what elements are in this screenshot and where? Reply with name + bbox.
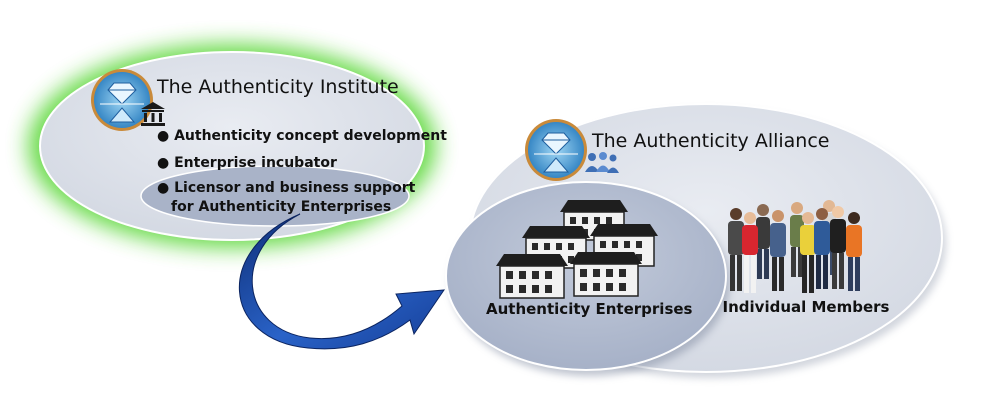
institute-diamond-logo-icon [91, 69, 153, 131]
bank-building-icon [141, 102, 165, 126]
person-figure [800, 212, 816, 293]
crowd-of-people-icon [728, 200, 862, 293]
alliance-title: The Authenticity Alliance [592, 130, 830, 152]
person-figure [756, 204, 770, 279]
person-figure [770, 210, 786, 291]
institute-ellipse [28, 44, 436, 248]
institute-title: The Authenticity Institute [157, 76, 399, 98]
person-figure [846, 212, 862, 291]
institute-bullet-1: ● Authenticity concept development [157, 128, 447, 144]
institute-bullet-1-text: Authenticity concept development [174, 128, 447, 144]
institute-bullet-2-text: Enterprise incubator [174, 155, 337, 171]
enterprises-label: Authenticity Enterprises [486, 300, 693, 318]
person-figure [814, 208, 830, 289]
members-label: Individual Members [722, 298, 890, 316]
person-figure [830, 206, 846, 289]
curved-arrow-icon [238, 213, 446, 350]
people-group-icon [585, 152, 619, 173]
licensor-highlight [140, 165, 410, 227]
institute-bullet-3-text: Licensor and business support [174, 180, 416, 196]
institute-bullet-3: ● Licensor and business support [157, 180, 416, 196]
person-figure [728, 208, 744, 291]
institute-bullet-2: ● Enterprise incubator [157, 155, 337, 171]
person-figure [742, 212, 758, 293]
institute-bullet-3-continued: for Authenticity Enterprises [171, 199, 392, 215]
buildings-icon [496, 200, 658, 299]
alliance-diamond-logo-icon [525, 119, 587, 181]
